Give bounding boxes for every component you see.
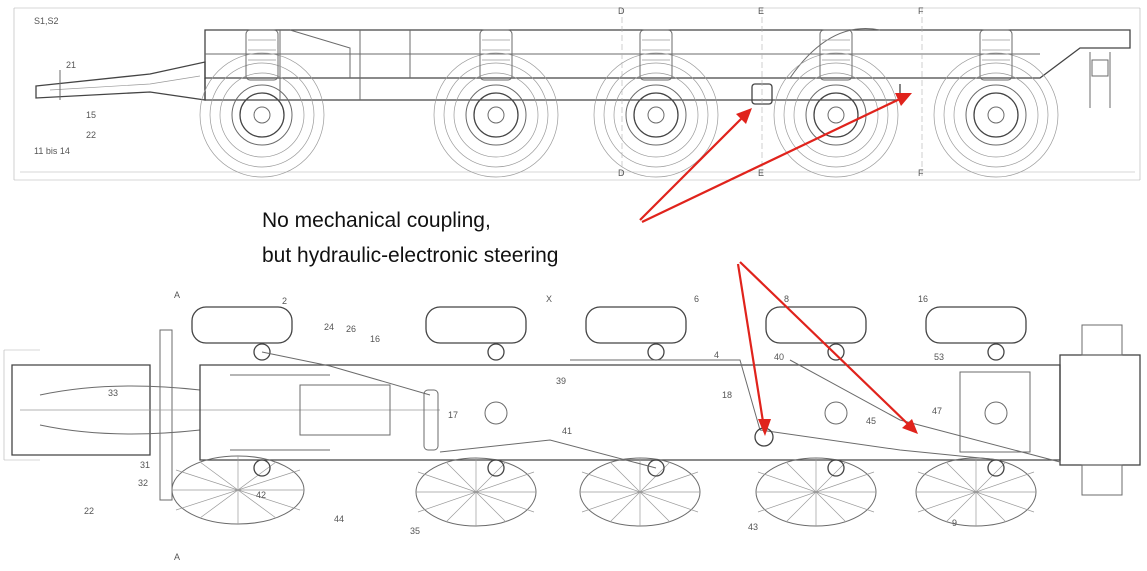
top-label: 6 <box>694 294 699 304</box>
annotation-arrows <box>639 93 918 436</box>
section-mark: F <box>918 6 924 16</box>
callout: No mechanical coupling, but hydraulic-el… <box>262 209 558 267</box>
top-label: 43 <box>748 522 758 532</box>
top-label: 47 <box>932 406 942 416</box>
callout-line-2: but hydraulic-electronic steering <box>262 244 558 267</box>
top-label: 9 <box>952 518 957 528</box>
top-label: 44 <box>334 514 344 524</box>
side-label: 22 <box>86 130 96 140</box>
top-label: 18 <box>722 390 732 400</box>
side-view: S1,S2 21 15 22 11 bis 14 D D E E F F <box>13 6 1141 181</box>
top-label: 32 <box>138 478 148 488</box>
section-mark: D <box>618 168 625 178</box>
side-label: 21 <box>66 60 76 70</box>
top-label: 8 <box>784 294 789 304</box>
top-label: 53 <box>934 352 944 362</box>
top-view: 2 24 26 16 33 X 17 39 6 4 8 40 18 53 16 … <box>3 290 1141 562</box>
section-mark: E <box>758 6 764 16</box>
section-mark: D <box>618 6 625 16</box>
side-label: S1,S2 <box>34 16 59 26</box>
top-label: 40 <box>774 352 784 362</box>
side-wheel-2 <box>433 29 559 178</box>
top-label: 39 <box>556 376 566 386</box>
top-tyre-row-lower <box>171 455 1037 527</box>
arrow-to-rear-valve <box>641 95 907 223</box>
top-label: 42 <box>256 490 266 500</box>
arrow-to-steering-cylinder <box>736 263 766 429</box>
arrow-to-valve <box>639 111 749 221</box>
side-label: 11 bis 14 <box>34 146 70 156</box>
side-wheel-3 <box>593 29 719 178</box>
top-label: X <box>546 294 552 304</box>
top-label: 35 <box>410 526 420 536</box>
top-label: 45 <box>866 416 876 426</box>
top-label: 26 <box>346 324 356 334</box>
arrow-head <box>736 108 752 124</box>
section-mark: A <box>174 290 180 300</box>
top-label: 16 <box>370 334 380 344</box>
side-label: 15 <box>86 110 96 120</box>
arrow-head <box>895 93 912 106</box>
side-wheel-4 <box>773 29 899 178</box>
callout-line-1: No mechanical coupling, <box>262 209 491 232</box>
top-label: 2 <box>282 296 287 306</box>
top-label: 24 <box>324 322 334 332</box>
top-label: 17 <box>448 410 458 420</box>
top-tyre-row-upper <box>191 306 1027 344</box>
arrow-to-rear-linkage <box>739 261 913 429</box>
arrow-head <box>758 419 771 436</box>
top-label: 41 <box>562 426 572 436</box>
side-wheel-1 <box>199 29 325 178</box>
top-label: 31 <box>140 460 150 470</box>
side-wheel-5 <box>933 29 1059 178</box>
section-mark: A <box>174 552 180 562</box>
top-label: 16 <box>918 294 928 304</box>
top-label: 22 <box>84 506 94 516</box>
section-mark: E <box>758 168 764 178</box>
top-label: 4 <box>714 350 719 360</box>
section-mark: F <box>918 168 924 178</box>
top-label: 33 <box>108 388 118 398</box>
arrow-head <box>902 419 918 434</box>
